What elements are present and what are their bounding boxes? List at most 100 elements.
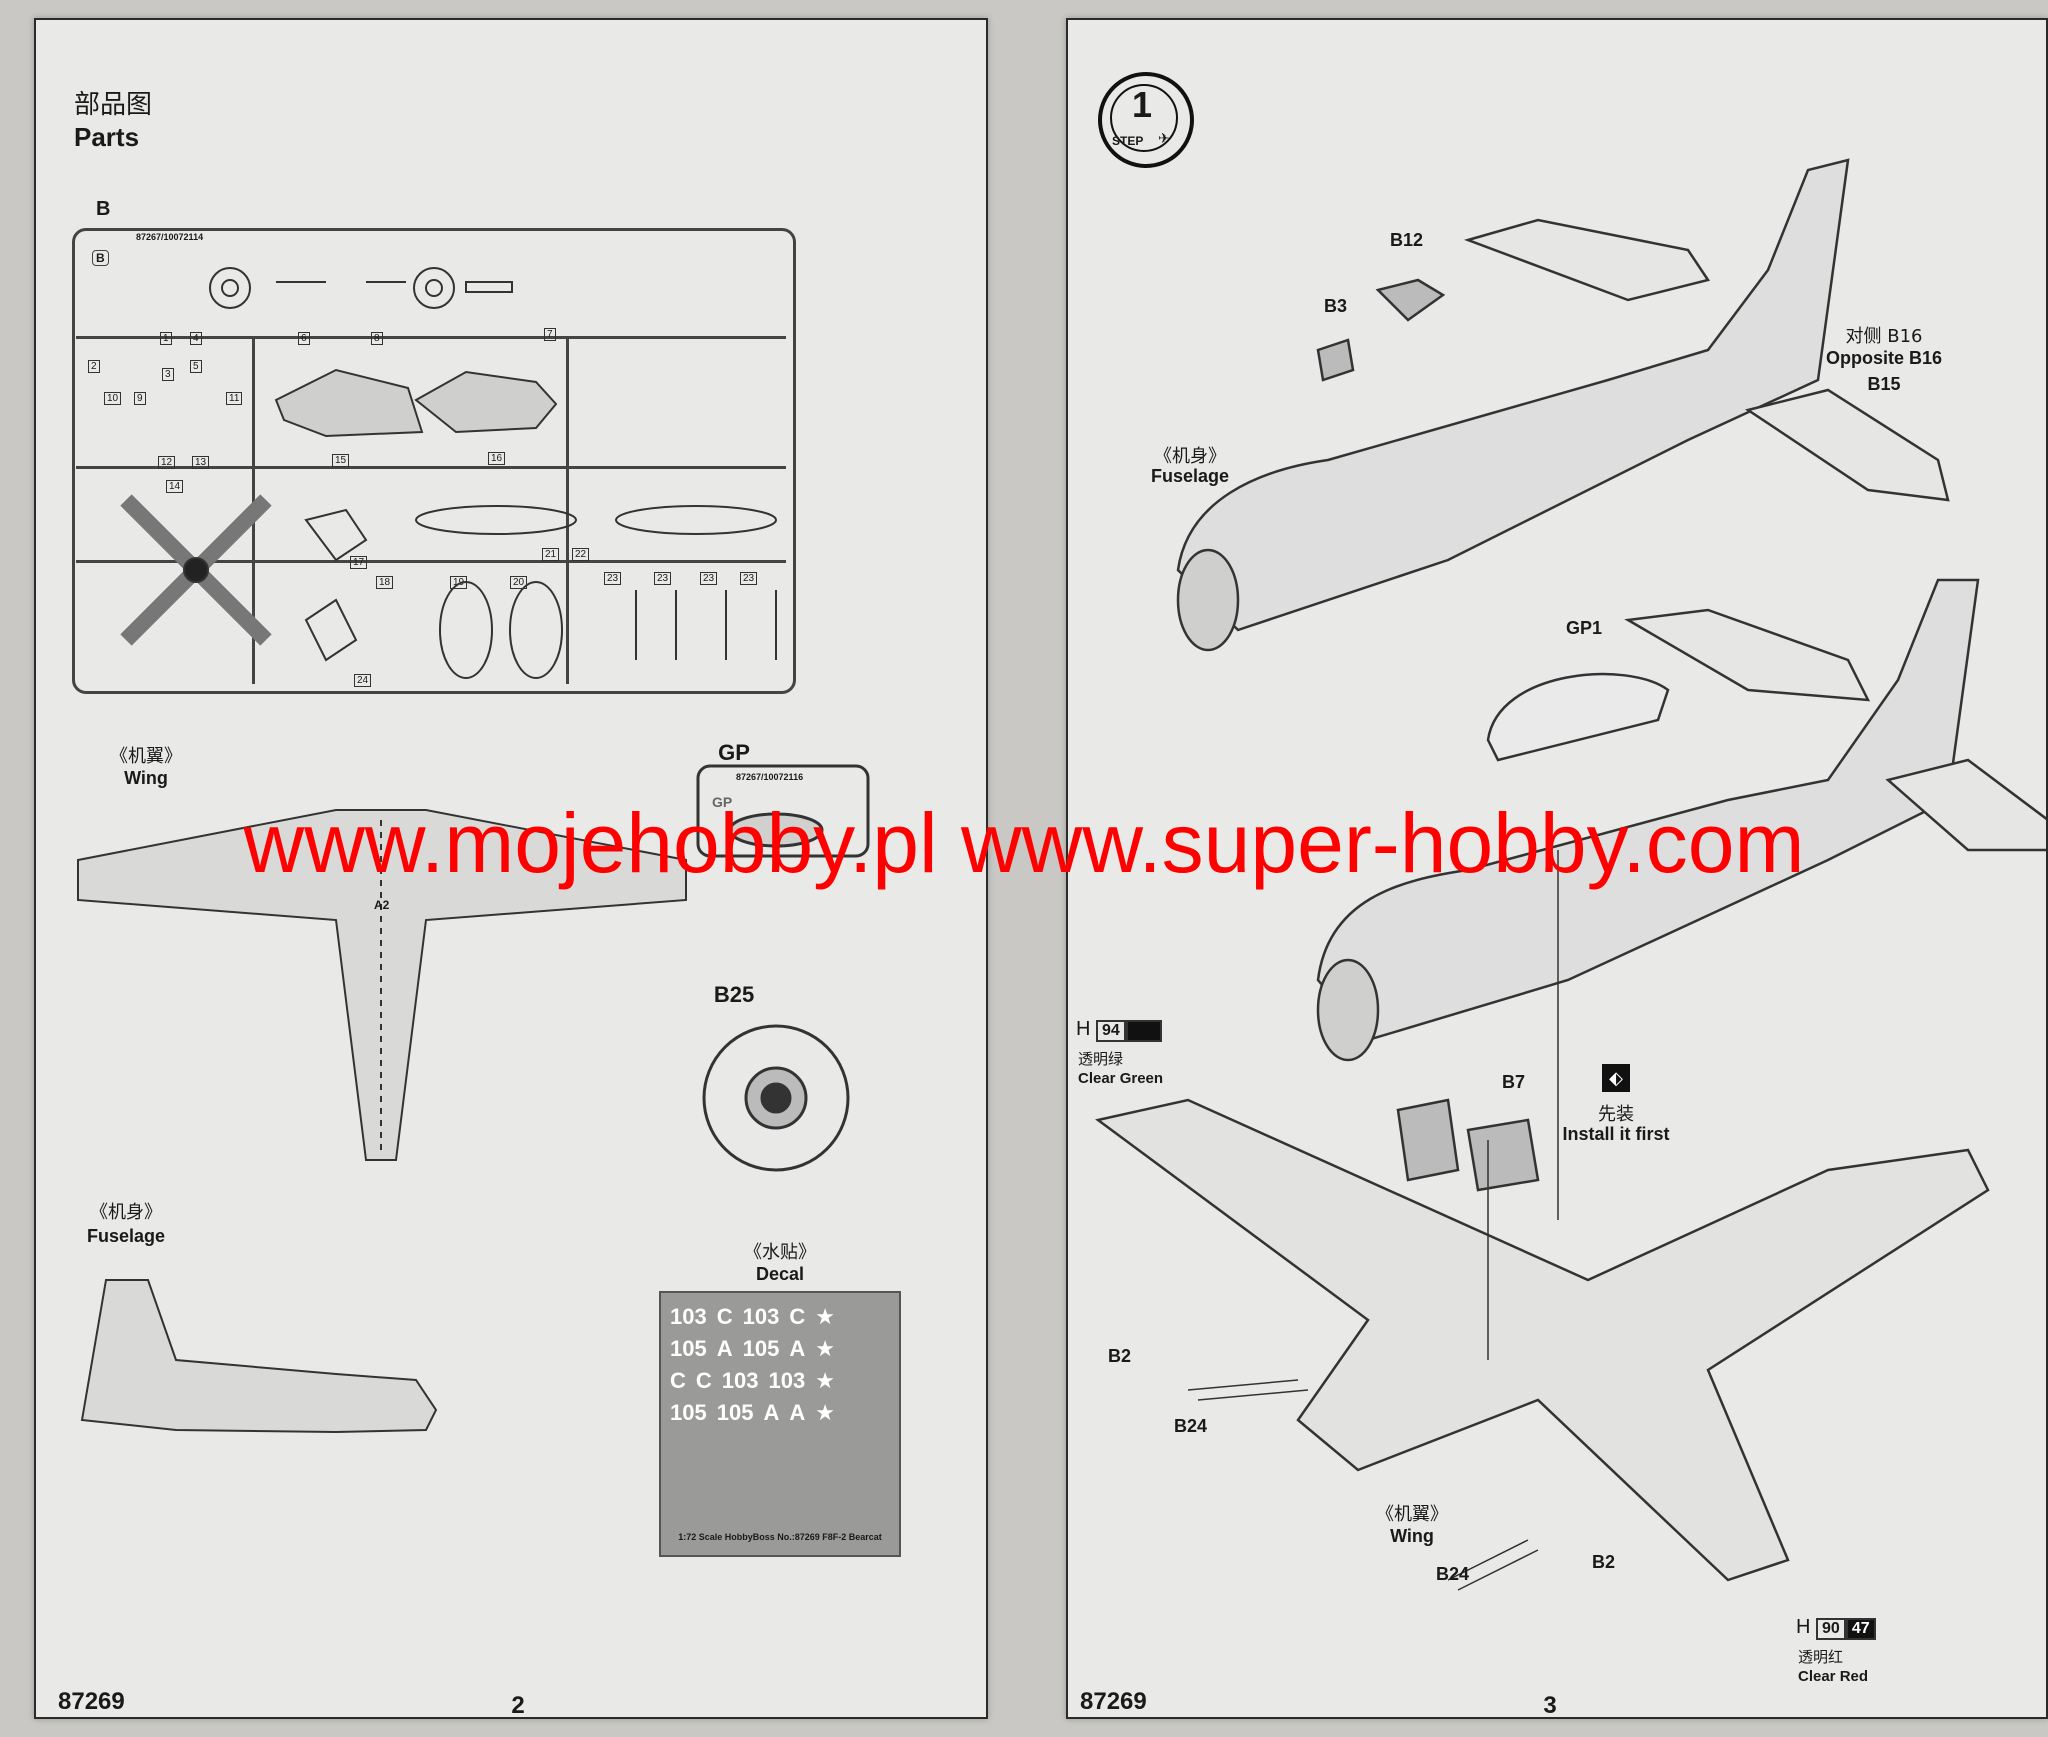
decal-marking: 105 <box>670 1400 707 1425</box>
paint-swatch <box>1125 1020 1162 1042</box>
star-insignia-icon: ★ <box>815 1368 835 1393</box>
decal-marking: 105 <box>670 1336 707 1361</box>
part-number: 9 <box>134 392 146 405</box>
callout-fuselage-cn: 《机身》 <box>1154 446 1226 467</box>
decal-sheet: 103 C 103 C ★ 105 A 105 A ★ C C 103 103 … <box>670 1304 890 1432</box>
decal-footer: 1:72 Scale HobbyBoss No.:87269 F8F-2 Bea… <box>678 1532 882 1542</box>
decal-marking: A <box>763 1400 780 1425</box>
callout-b12: B12 <box>1390 230 1424 250</box>
paint-prefix: H <box>1076 1018 1091 1040</box>
sprue-gp-label: GP <box>718 740 750 765</box>
sprue-b-label: B <box>96 198 111 220</box>
decal-marking: 103 <box>742 1304 780 1329</box>
part-number: 5 <box>190 360 202 373</box>
decal-marking: A <box>789 1400 806 1425</box>
sprue-divider <box>566 336 569 684</box>
part-number: 23 <box>700 572 718 585</box>
decal-marking: C <box>695 1368 712 1393</box>
step-number: 1 <box>1132 84 1153 125</box>
decal-marking: C <box>789 1304 806 1329</box>
decal-row: C C 103 103 ★ <box>670 1368 890 1394</box>
parts-line-art <box>77 267 901 1557</box>
parts-title-en: Parts <box>74 122 140 152</box>
instruction-page-2: 部品图 Parts B 87267/10072114 B 1 2 3 4 5 6… <box>34 18 988 1719</box>
fuselage-label-en: Fuselage <box>86 1226 166 1246</box>
part-number: 7 <box>544 328 556 341</box>
product-number: 87269 <box>1080 1688 1147 1715</box>
part-number: 20 <box>510 576 528 589</box>
sprue-divider <box>76 466 786 469</box>
page-number: 2 <box>511 1692 525 1719</box>
callout-b2-top: B2 <box>1108 1346 1132 1366</box>
part-number: 16 <box>488 452 506 465</box>
decal-marking: 103 <box>670 1304 707 1329</box>
part-number: 17 <box>350 556 368 569</box>
callout-opposite-cn: 对侧 B16 <box>1845 326 1923 347</box>
page-number: 3 <box>1543 1692 1557 1719</box>
wing-label-en: Wing <box>124 768 168 788</box>
sprue-b-code: 87267/10072114 <box>136 232 204 242</box>
part-number: 1 <box>160 332 172 345</box>
callout-opposite-en: Opposite B16 <box>1825 348 1943 368</box>
part-number: 4 <box>190 332 202 345</box>
paint-green-cn: 透明绿 <box>1078 1050 1124 1068</box>
decal-marking: C <box>716 1304 733 1329</box>
callout-gp1: GP1 <box>1566 618 1603 638</box>
step-label: STEP <box>1112 134 1144 148</box>
part-number: 22 <box>572 548 590 561</box>
fuselage-label-cn: 《机身》 <box>90 1202 162 1223</box>
decal-marking: C <box>670 1368 686 1393</box>
paint-green-en: Clear Green <box>1078 1070 1164 1087</box>
part-number: 3 <box>162 368 174 381</box>
decal-marking: 103 <box>768 1368 806 1393</box>
paint-chip-dark: 47 <box>1845 1618 1876 1640</box>
part-number: 23 <box>740 572 758 585</box>
sprue-gp-tag: GP <box>712 794 733 810</box>
part-number: 6 <box>298 332 310 345</box>
sprue-divider <box>76 560 786 563</box>
callout-fuselage-en: Fuselage <box>1150 466 1230 486</box>
wing-part-code: A2 <box>374 898 390 912</box>
part-number: 24 <box>354 674 372 687</box>
sprue-b-frame <box>72 228 796 694</box>
parts-title-cn: 部品图 <box>74 90 153 120</box>
part-number: 15 <box>332 454 350 467</box>
watermark: www.mojehobby.pl www.super-hobby.com <box>243 796 1805 890</box>
decal-label-en: Decal <box>755 1264 805 1284</box>
paint-red-en: Clear Red <box>1798 1668 1869 1685</box>
paint-prefix: H <box>1796 1616 1811 1638</box>
wing-label-cn: 《机翼》 <box>110 746 182 767</box>
part-number: 14 <box>166 480 184 493</box>
star-insignia-icon: ★ <box>815 1336 835 1361</box>
assembly-line-art <box>1095 158 2046 1591</box>
decal-row: 105 105 A A ★ <box>670 1400 890 1426</box>
callout-b3: B3 <box>1324 296 1348 316</box>
step-badge: 1 STEP ✈ <box>1098 72 1194 168</box>
paint-green-code: H 94 <box>1076 1018 1162 1042</box>
decal-marking: 105 <box>742 1336 780 1361</box>
decal-label-cn: 《水贴》 <box>744 1242 816 1263</box>
callout-wing-cn: 《机翼》 <box>1376 1504 1448 1525</box>
part-number: 13 <box>192 456 210 469</box>
callout-wing-en: Wing <box>1390 1526 1434 1546</box>
star-insignia-icon: ★ <box>815 1304 835 1329</box>
callout-b15: B15 <box>1867 374 1901 394</box>
instruction-page-3: 1 STEP ✈ <box>1066 18 2048 1719</box>
callout-install-en: Install it first <box>1562 1124 1670 1144</box>
part-number: 2 <box>88 360 100 373</box>
decal-marking: 103 <box>721 1368 759 1393</box>
step-inner-ring <box>1110 84 1178 152</box>
install-first-icon: ⬖ <box>1602 1064 1630 1092</box>
decal-row: 105 A 105 A ★ <box>670 1336 890 1362</box>
callout-install-cn: 先装 <box>1598 1104 1634 1125</box>
decal-marking: 105 <box>716 1400 754 1425</box>
callout-b2-bottom: B2 <box>1592 1552 1616 1572</box>
callout-b24-bottom: B24 <box>1436 1564 1470 1584</box>
part-number: 23 <box>654 572 672 585</box>
part-number: 10 <box>104 392 122 405</box>
paint-red-cn: 透明红 <box>1798 1648 1844 1666</box>
paint-chip: 90 <box>1816 1618 1846 1640</box>
plane-icon: ✈ <box>1158 130 1170 146</box>
sprue-gp-code: 87267/10072116 <box>736 772 804 782</box>
